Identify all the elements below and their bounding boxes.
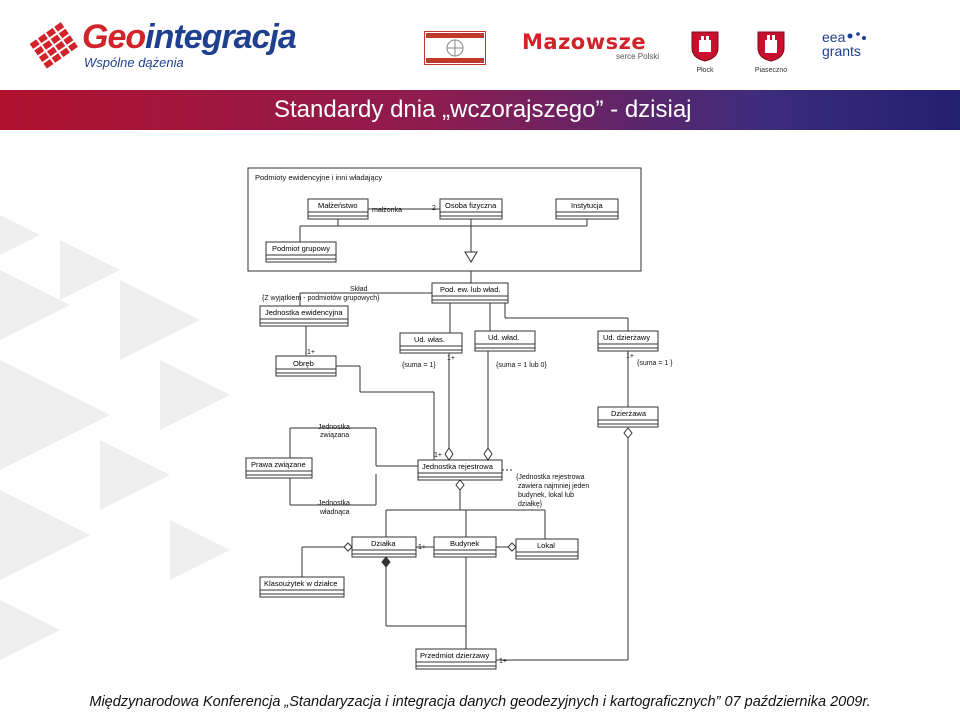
class-lokal: Lokal [515, 538, 579, 560]
note-line-4: działkę} [518, 501, 543, 508]
diagram-labels: małżonka 2 Skład {Z wyjątkiem - podmiotó… [262, 205, 673, 665]
label-mult-obreb: 1+ [307, 349, 315, 356]
footer-text: Międzynarodowa Konferencja „Standaryzacj… [89, 694, 871, 710]
label-suma-1: {suma = 1} [402, 362, 436, 369]
label-mult-budynek: 1+ [418, 544, 426, 551]
conference-emblem [424, 31, 486, 65]
label-jedn-zwiazana-2: związana [320, 432, 349, 439]
class-ud-wlad: Ud. wład. [474, 330, 536, 352]
label-sklad: Skład [350, 286, 368, 293]
class-prawa-zwiazane: Prawa związane [245, 457, 313, 479]
plock-crest-icon [691, 31, 719, 62]
logo-grid-icon [30, 22, 79, 69]
class-ud-wlad-label: Ud. wład. [488, 333, 519, 342]
label-two: 2 [432, 205, 436, 212]
class-prawa-zwiazane-label: Prawa związane [251, 460, 306, 469]
class-boxes: Małżeństwo Osoba fizyczna Instytucja Pod… [245, 198, 659, 670]
piaseczno-crest: Piaseczno [752, 30, 790, 74]
class-obreb: Obręb [275, 355, 337, 377]
class-przedmiot-dzierzawy-label: Przedmiot dzierżawy [420, 651, 489, 660]
plock-crest: Płock [690, 30, 720, 74]
class-malzenstwo-label: Małżeństwo [318, 201, 358, 210]
class-malzenstwo: Małżeństwo [307, 198, 369, 220]
note-line-2: zawiera najmniej jeden [518, 483, 589, 490]
class-budynek-label: Budynek [450, 539, 479, 548]
class-podmiot-grupowy: Podmiot grupowy [265, 241, 337, 263]
eea-grants-logo: eea grants [822, 30, 872, 68]
piaseczno-crest-icon [757, 31, 785, 62]
class-ud-dzierzawy-label: Ud. dzierżawy [603, 333, 650, 342]
note-line-1: {Jednostka rejestrowa [516, 474, 585, 481]
class-instytucja-label: Instytucja [571, 201, 604, 210]
class-ud-wlas-label: Ud. włas. [414, 335, 445, 344]
class-dzialka: Działka [351, 536, 417, 558]
label-z-wyjatkiem: {Z wyjątkiem - podmiotów grupowych} [262, 295, 380, 302]
package-title: Podmioty ewidencyjne i inni władający [255, 173, 382, 182]
class-jednostka-rejestrowa-label: Jednostka rejestrowa [422, 462, 494, 471]
label-suma-1b: {suma = 1 } [637, 360, 673, 367]
class-jednostka-ewidencyjna-label: Jednostka ewidencyjna [265, 308, 343, 317]
class-przedmiot-dzierzawy: Przedmiot dzierżawy [415, 648, 497, 670]
class-osoba-fizyczna: Osoba fizyczna [439, 198, 503, 220]
class-dzierzawa: Dzierżawa [597, 406, 659, 428]
class-lokal-label: Lokal [537, 541, 555, 550]
class-klasouzytek-label: Klasoużytek w działce [264, 579, 337, 588]
label-malzonka: małżonka [372, 207, 402, 214]
header: Geointegracja Wspólne dążenia Mazowsze s… [0, 0, 960, 88]
label-suma-1-lub-0: {suma = 1 lub 0} [496, 362, 547, 369]
connectors [289, 208, 633, 661]
class-budynek: Budynek [433, 536, 497, 558]
class-klasouzytek: Klasoużytek w działce [259, 576, 345, 598]
note-line-3: budynek, lokal lub [518, 492, 574, 499]
class-jednostka-rejestrowa: Jednostka rejestrowa [417, 459, 503, 481]
label-jedn-wladnaca-1: Jednostka [318, 500, 350, 507]
class-dzierzawa-label: Dzierżawa [611, 409, 647, 418]
class-dzialka-label: Działka [371, 539, 396, 548]
logo-subtitle: Wspólne dążenia [84, 55, 184, 70]
label-mult-ud-dzierzawy: 1+ [626, 353, 634, 360]
title-band [0, 90, 960, 130]
slide-title: Standardy dnia „wczorajszego” - dzisiaj [274, 96, 692, 123]
label-mult-przedmiot: 1+ [499, 658, 507, 665]
logo-title: Geointegracja [82, 18, 297, 56]
class-ud-dzierzawy: Ud. dzierżawy [597, 330, 659, 352]
mazowsze-logo: Mazowsze serce Polski [522, 30, 660, 61]
uml-canvas: Podmioty ewidencyjne i inni władający Ma… [0, 167, 673, 670]
class-pod-ew-lub-wlad: Pod. ew. lub wład. [431, 282, 509, 304]
background-pattern [0, 215, 230, 660]
class-jednostka-ewidencyjna: Jednostka ewidencyjna [259, 305, 349, 327]
class-obreb-label: Obręb [293, 359, 314, 368]
label-jedn-wladnaca-2: władnąca [319, 509, 350, 516]
class-osoba-fizyczna-label: Osoba fizyczna [445, 201, 497, 210]
class-instytucja: Instytucja [555, 198, 619, 220]
uml-diagram: Podmioty ewidencyjne i inni władający Ma… [0, 130, 960, 686]
label-mult-ud-wlas: 1+ [447, 355, 455, 362]
eea-dots-icon [847, 32, 866, 40]
label-jedn-zwiazana-1: Jednostka [318, 424, 350, 431]
class-podmiot-grupowy-label: Podmiot grupowy [272, 244, 330, 253]
label-mult-jedn-rej: 1+ [434, 452, 442, 459]
class-ud-wlas: Ud. włas. [399, 332, 463, 354]
class-pod-ew-label: Pod. ew. lub wład. [440, 285, 500, 294]
geointegracja-logo: Geointegracja Wspólne dążenia [30, 18, 300, 74]
